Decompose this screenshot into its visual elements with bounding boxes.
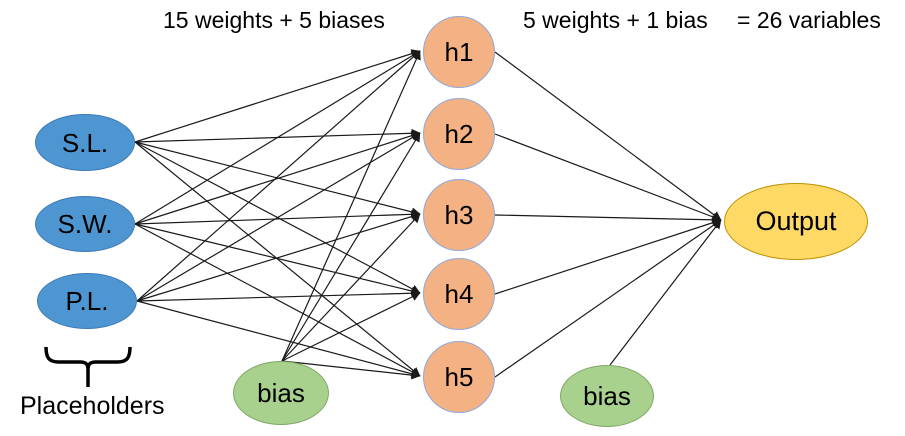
edge-bias2-Output [609, 219, 722, 366]
edge-P.L.-h3 [136, 212, 421, 302]
edge-h4-Output [494, 218, 722, 295]
edge-h5-Output [494, 219, 722, 378]
bias-node-output-layer-label: bias [583, 381, 631, 411]
hidden-node-h2: h2 [423, 98, 495, 170]
hidden-node-h5-label: h5 [444, 362, 474, 392]
input-node-pl: P.L. [37, 273, 137, 329]
edge-bias1-h2 [281, 132, 421, 362]
edge-bias1-h4 [281, 292, 421, 362]
output-node-label: Output [755, 206, 837, 236]
hidden-node-h5: h5 [423, 341, 495, 413]
edge-bias1-h5 [281, 360, 421, 380]
hidden-node-h3-label: h3 [444, 200, 474, 230]
hidden-node-h1-label: h1 [444, 37, 474, 67]
total-variables-label: = 26 variables [737, 7, 881, 33]
connection-edges [134, 49, 722, 380]
edge-h3-Output [494, 214, 722, 225]
hidden-node-h4-label: h4 [444, 279, 474, 309]
edge-P.L.-h5 [136, 300, 421, 379]
edge-S.L.-h1 [134, 49, 421, 143]
edge-S.W.-h1 [134, 50, 421, 225]
edge-P.L.-h4 [136, 288, 421, 302]
bias-node-hidden-layer-label: bias [257, 378, 305, 408]
edge-P.L.-h2 [136, 132, 421, 302]
input-node-sl: S.L. [35, 114, 135, 171]
bias-node-output-layer: bias [560, 365, 654, 427]
hidden-node-h4: h4 [423, 258, 495, 330]
edge-S.W.-h4 [134, 223, 421, 296]
edge-S.W.-h5 [134, 223, 421, 377]
edge-bias1-h1 [281, 50, 421, 362]
input-node-sl-label: S.L. [61, 127, 109, 158]
edge-bias1-h3 [281, 213, 421, 362]
input-node-pl-label: P.L. [65, 286, 109, 316]
output-node: Output [724, 183, 868, 260]
bias-node-hidden-layer: bias [233, 361, 329, 425]
output-layer-count-label: 5 weights + 1 bias [523, 7, 708, 33]
hidden-node-h1: h1 [423, 16, 495, 88]
edge-S.W.-h3 [134, 209, 421, 225]
hidden-node-h2-label: h2 [444, 119, 474, 149]
hidden-layer-count-label: 15 weights + 5 biases [163, 7, 385, 33]
input-node-sw: S.W. [35, 196, 135, 252]
edge-h2-Output [494, 133, 722, 222]
edge-S.W.-h2 [134, 131, 421, 225]
hidden-node-h3: h3 [423, 179, 495, 251]
placeholders-brace [44, 346, 132, 387]
edge-P.L.-h1 [136, 50, 421, 302]
edge-h1-Output [494, 51, 722, 221]
placeholders-caption: Placeholders [20, 392, 165, 420]
input-node-sw-label: S.W. [57, 209, 113, 239]
